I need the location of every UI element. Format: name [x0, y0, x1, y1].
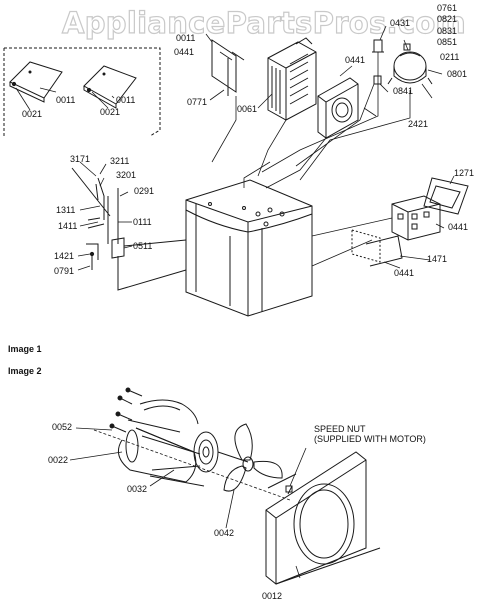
control-box-right [391, 195, 441, 241]
assembly-axis [93, 429, 291, 501]
label-0801: 0801 [447, 69, 468, 79]
label-0211: 0211 [440, 52, 460, 62]
fan-shroud [317, 77, 359, 139]
part-0841 [373, 75, 382, 85]
bracket-inset-box [3, 47, 161, 137]
fan-blade [223, 423, 283, 492]
site-watermark: AppliancePartsPros.com [61, 5, 467, 40]
label-0011-left: 0011 [56, 95, 76, 105]
label-0831: 0831 [437, 26, 458, 36]
label-1471: 1471 [427, 254, 448, 264]
fan-shroud-panel [265, 451, 381, 585]
label-1421: 1421 [54, 251, 75, 261]
label-0441-bracket: 0441 [394, 268, 415, 278]
section-title-image2: Image 2 [8, 366, 42, 376]
label-3201: 3201 [116, 170, 137, 180]
speed-nut-note-line2: (SUPPLIED WITH MOTOR) [314, 434, 426, 444]
bracket-0011-right [83, 65, 137, 109]
label-0011-right: 0011 [116, 95, 136, 105]
leader-lines-image2 [69, 427, 307, 579]
speed-nut-note-line1: SPEED NUT [314, 424, 366, 434]
mounting-screws [109, 387, 143, 433]
label-0011-top: 0011 [176, 33, 196, 43]
electrical-control-group [71, 167, 187, 291]
label-0791: 0791 [54, 266, 75, 276]
unit-cabinet [185, 179, 313, 317]
label-0771: 0771 [187, 97, 208, 107]
leader-lines-right [311, 175, 455, 269]
label-0761: 0761 [437, 3, 458, 13]
label-0061: 0061 [237, 104, 258, 114]
cover-plate-1271 [423, 177, 469, 215]
label-0111: 0111 [133, 217, 152, 227]
label-2421: 2421 [408, 119, 429, 129]
label-1271: 1271 [454, 168, 475, 178]
label-0511: 0511 [133, 241, 153, 251]
label-1411: 1411 [58, 221, 78, 231]
label-0441-box: 0441 [448, 222, 469, 232]
label-0032: 0032 [127, 484, 148, 494]
label-0022: 0022 [48, 455, 69, 465]
label-0841: 0841 [393, 86, 414, 96]
label-0851: 0851 [437, 37, 458, 47]
leader-lines-image1 [15, 25, 443, 189]
bracket-1471 [351, 229, 403, 267]
fan-motor-assembly [117, 399, 249, 487]
label-0052: 0052 [52, 422, 73, 432]
relay-0431 [372, 39, 384, 53]
bracket-0011-left [9, 61, 63, 103]
label-3171: 3171 [70, 154, 91, 164]
label-0012: 0012 [262, 591, 283, 600]
compressor [387, 43, 433, 85]
tubing-bracket [211, 39, 245, 96]
condenser-coil [267, 37, 317, 121]
label-0021-right: 0021 [100, 107, 121, 117]
label-0431: 0431 [390, 18, 411, 28]
label-0441-shroud: 0441 [345, 55, 366, 65]
label-0042: 0042 [214, 528, 235, 538]
label-3211: 3211 [110, 156, 130, 166]
label-0291: 0291 [134, 186, 155, 196]
label-0021-left: 0021 [22, 109, 43, 119]
label-0821: 0821 [437, 14, 458, 24]
section-title-image1: Image 1 [8, 344, 42, 354]
leader-lines-electrical [77, 161, 133, 271]
label-0441-top: 0441 [174, 47, 195, 57]
label-1311: 1311 [56, 205, 76, 215]
